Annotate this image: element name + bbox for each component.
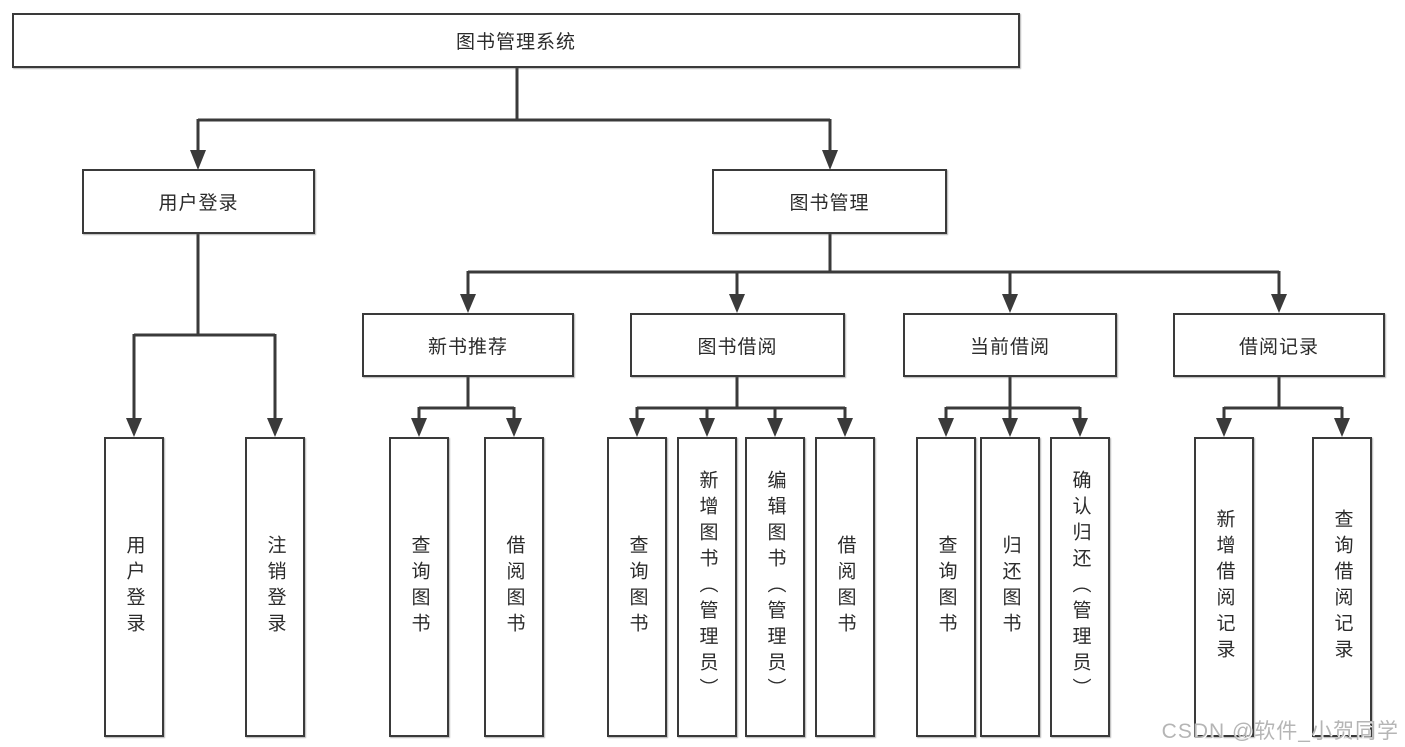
leaf-confirm-return-admin: 确认归还（管理员）	[1050, 437, 1110, 737]
leaf-query-book-current: 查询图书	[916, 437, 976, 737]
node-user-login: 用户登录	[82, 169, 315, 234]
leaf-add-borrow-record: 新增借阅记录	[1194, 437, 1254, 737]
node-book-borrow: 图书借阅	[630, 313, 845, 377]
leaf-user-login: 用户登录	[104, 437, 164, 737]
leaf-borrow-book-recommend: 借阅图书	[484, 437, 544, 737]
node-root-system: 图书管理系统	[12, 13, 1020, 68]
leaf-logout: 注销登录	[245, 437, 305, 737]
leaf-return-book: 归还图书	[980, 437, 1040, 737]
leaf-query-book-borrow: 查询图书	[607, 437, 667, 737]
watermark: CSDN @软件_小贺同学	[1161, 720, 1399, 743]
leaf-query-borrow-record: 查询借阅记录	[1312, 437, 1372, 737]
node-new-book-recommend: 新书推荐	[362, 313, 574, 377]
leaf-borrow-book: 借阅图书	[815, 437, 875, 737]
leaf-query-book-recommend: 查询图书	[389, 437, 449, 737]
leaf-add-book-admin: 新增图书（管理员）	[677, 437, 737, 737]
node-borrow-records: 借阅记录	[1173, 313, 1385, 377]
node-book-management: 图书管理	[712, 169, 947, 234]
node-current-borrow: 当前借阅	[903, 313, 1117, 377]
leaf-edit-book-admin: 编辑图书（管理员）	[745, 437, 805, 737]
